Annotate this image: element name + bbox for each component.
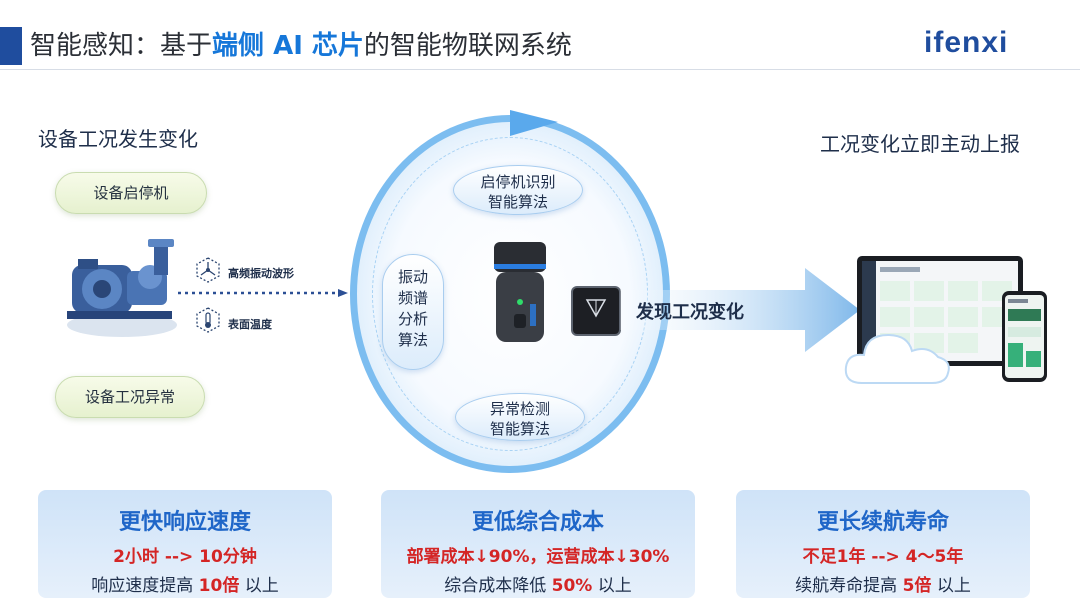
spectrum-analysis-algorithm-blob: 振动 频谱 分析 算法 (382, 254, 444, 370)
thermometer-icon (196, 307, 220, 333)
algo-left-line3: 分析 (397, 310, 428, 328)
card-line1: 不足1年 --> 4～5年 (802, 547, 964, 567)
discovery-label: 发现工况变化 (636, 302, 744, 323)
card-title: 更快响应速度 (118, 510, 251, 535)
dotted-arrow (178, 289, 348, 297)
equipment-abnormal-pill: 设备工况异常 (55, 376, 205, 418)
card-line2: 续航寿命提高 5倍 以上 (795, 576, 971, 596)
card-line1: 2小时 --> 10分钟 (113, 547, 257, 567)
anomaly-detection-algorithm-blob: 异常检测 智能算法 (455, 393, 585, 441)
temperature-annotation: 表面温度 (228, 318, 272, 331)
card-line2: 综合成本降低 50% 以上 (444, 576, 632, 596)
pump-machine-image (67, 239, 177, 337)
discovery-arrow (620, 268, 860, 352)
vibration-hexagon-icon (196, 257, 220, 283)
algo-top-line1: 启停机识别 (480, 173, 556, 191)
algo-bottom-line2: 智能算法 (489, 420, 550, 438)
equipment-start-stop-pill: 设备启停机 (55, 172, 207, 214)
vibration-annotation: 高频振动波形 (228, 267, 294, 280)
card-title: 更长续航寿命 (816, 510, 949, 535)
card-title: 更低综合成本 (471, 510, 604, 535)
ai-chip-icon (573, 288, 619, 334)
card-line1: 部署成本↓90%，运营成本↓30% (406, 547, 670, 567)
start-stop-algorithm-blob: 启停机识别 智能算法 (453, 165, 583, 215)
algo-bottom-line1: 异常检测 (489, 400, 550, 418)
benefit-card-battery: 更长续航寿命 不足1年 --> 4～5年 续航寿命提高 5倍 以上 (736, 490, 1030, 598)
ifenxi-logo: ifenxi (924, 26, 1009, 59)
benefit-card-cost: 更低综合成本 部署成本↓90%，运营成本↓30% 综合成本降低 50% 以上 (381, 490, 695, 598)
sensor-device-image (494, 242, 546, 342)
card-line2: 响应速度提高 10倍 以上 (91, 576, 279, 596)
algo-left-line2: 频谱 (397, 289, 428, 307)
cloud-icon (844, 333, 950, 384)
algo-left-line4: 算法 (397, 331, 428, 349)
phone-app-screen (1005, 295, 1044, 378)
header-divider (0, 69, 1080, 70)
right-heading: 工况变化立即主动上报 (820, 132, 1020, 156)
benefit-card-speed: 更快响应速度 2小时 --> 10分钟 响应速度提高 10倍 以上 (38, 490, 332, 598)
header-accent-bar (0, 27, 22, 65)
algo-top-line2: 智能算法 (487, 193, 548, 211)
page-title: 智能感知：基于端侧 AI 芯片的智能物联网系统 (30, 31, 572, 61)
ring-arrowhead-icon (510, 110, 558, 136)
algo-left-line1: 振动 (397, 268, 428, 286)
left-heading: 设备工况发生变化 (38, 127, 198, 151)
